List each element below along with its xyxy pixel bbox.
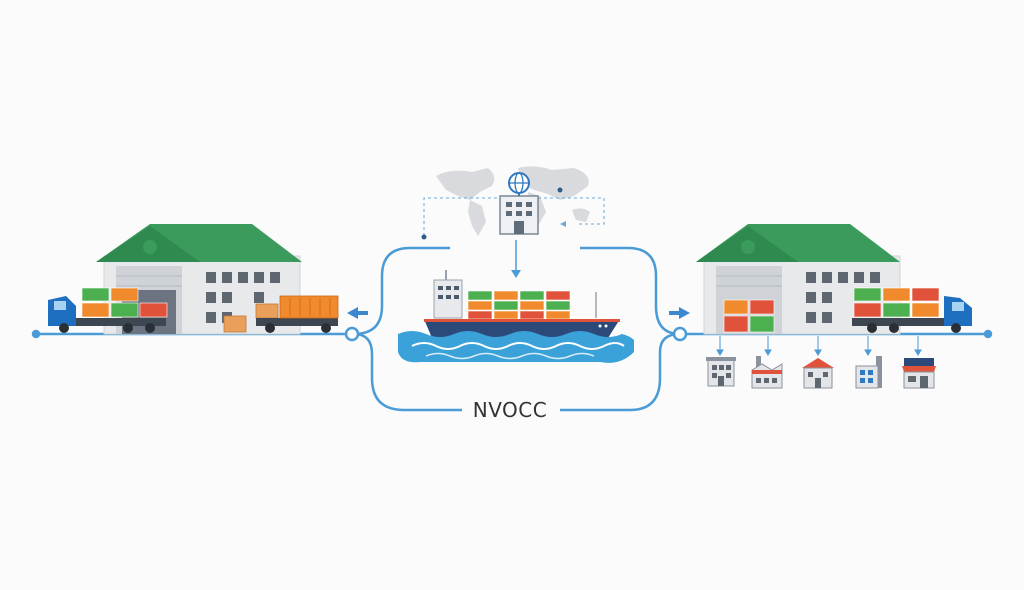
container-trailer-icon: [256, 295, 339, 333]
down-arrow-icon: [511, 240, 521, 278]
distribution-lines: [716, 336, 922, 356]
container-ship-icon: [424, 270, 620, 338]
factory-icon: [751, 356, 783, 389]
plant-icon: [855, 356, 882, 389]
line-nodes: [31, 326, 993, 342]
office-icon: [706, 357, 736, 387]
warehouse-icon: [696, 224, 901, 335]
truck-icon: [48, 287, 168, 333]
warehouse-icon: [96, 224, 302, 335]
water-waves: [398, 331, 634, 363]
direction-arrows: [347, 307, 690, 319]
office-building-globe-icon: [499, 172, 539, 235]
retail-icon: [802, 358, 834, 389]
store-icon: [902, 358, 936, 389]
nvocc-label: NVOCC: [472, 398, 548, 422]
office-dashed-links: [423, 197, 605, 236]
truck-icon: [852, 287, 972, 333]
